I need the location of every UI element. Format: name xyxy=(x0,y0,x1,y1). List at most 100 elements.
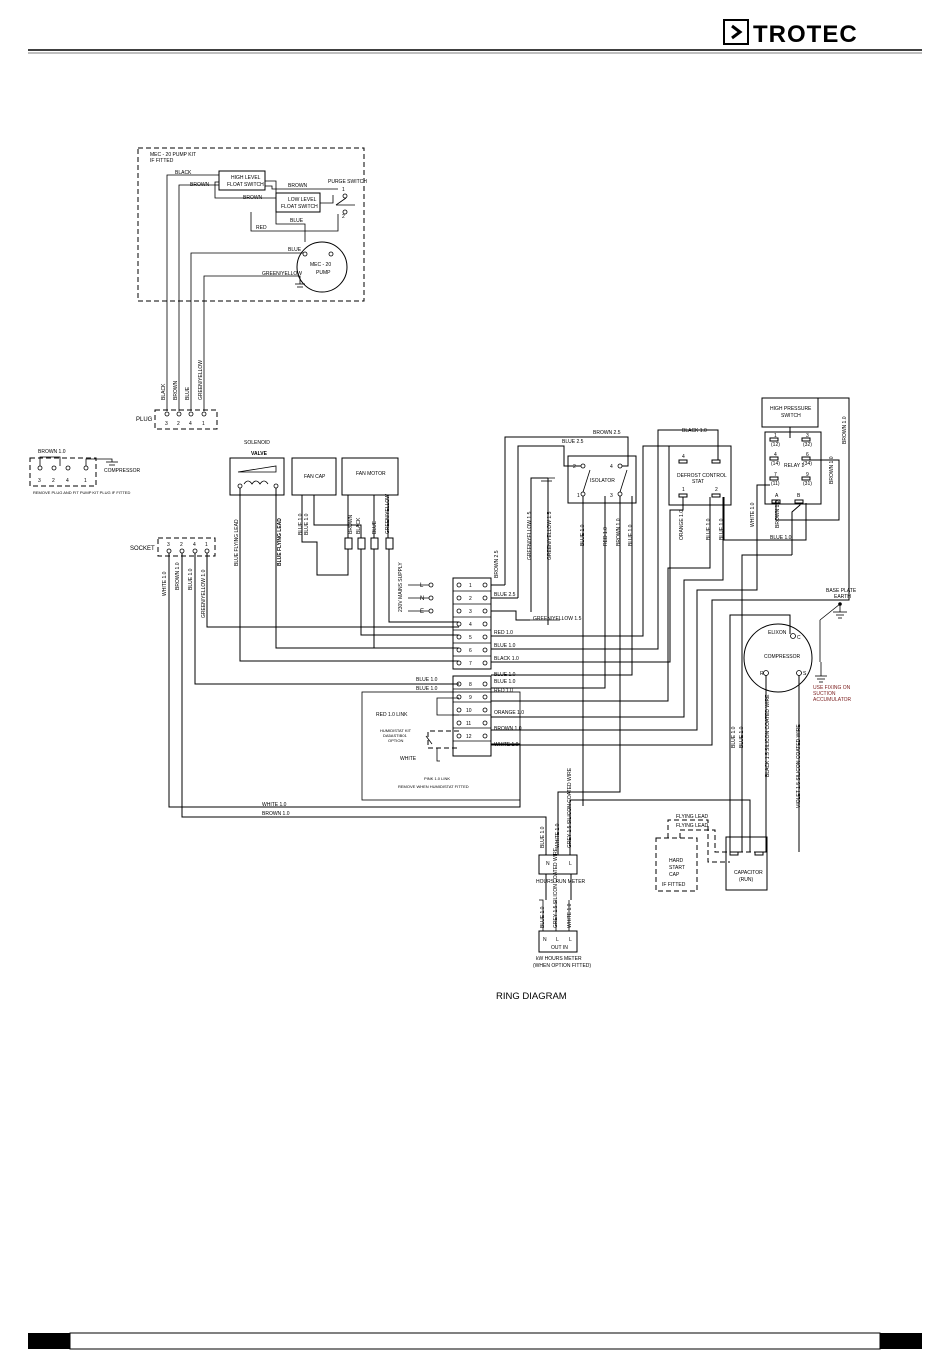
svg-text:WHITE 1.0: WHITE 1.0 xyxy=(567,903,573,928)
footer-bar xyxy=(69,1332,881,1350)
wiring xyxy=(168,397,850,900)
svg-text:BLUE 1.0: BLUE 1.0 xyxy=(719,518,725,540)
pump-kit-title: MEC - 20 PUMP KIT xyxy=(150,152,196,158)
svg-text:RELAY 1: RELAY 1 xyxy=(784,463,804,469)
svg-text:ISOLATOR: ISOLATOR xyxy=(590,478,615,484)
high-level-float-switch xyxy=(218,170,266,191)
svg-text:HOURS RUN METER: HOURS RUN METER xyxy=(536,879,586,885)
terminal-screw xyxy=(456,595,462,601)
svg-text:OUT IN: OUT IN xyxy=(551,945,568,951)
svg-text:C: C xyxy=(797,635,801,641)
svg-text:BLUE: BLUE xyxy=(372,520,378,534)
terminal-screw xyxy=(456,647,462,653)
svg-text:ACCUMULATOR: ACCUMULATOR xyxy=(813,697,852,703)
svg-text:CAP: CAP xyxy=(669,872,680,878)
svg-text:MEC - 20: MEC - 20 xyxy=(310,262,331,268)
svg-text:PUMP: PUMP xyxy=(316,270,331,276)
svg-text:BLACK 1.0: BLACK 1.0 xyxy=(494,656,519,662)
svg-text:BLACK: BLACK xyxy=(161,383,167,400)
svg-text:GREY 1.5 SILICON COATED WIRE: GREY 1.5 SILICON COATED WIRE xyxy=(553,847,559,928)
svg-text:GREEN/YELLOW 1.5: GREEN/YELLOW 1.5 xyxy=(527,511,533,560)
svg-text:BROWN 1.0: BROWN 1.0 xyxy=(829,456,835,484)
svg-text:10: 10 xyxy=(466,708,472,714)
svg-text:BROWN 1.0: BROWN 1.0 xyxy=(842,416,848,444)
svg-text:BLUE: BLUE xyxy=(290,218,304,224)
fan-motor: FAN MOTOR BROWN BLACK BLUE GREEN/YELLOW xyxy=(341,457,399,550)
svg-text:COMPRESSOR: COMPRESSOR xyxy=(764,654,801,660)
svg-text:1: 1 xyxy=(577,493,580,499)
socket: SOCKET 3 2 4 1 WHITE 1.0 BROWN 1.0 BLUE … xyxy=(130,537,216,618)
svg-text:A: A xyxy=(775,493,779,499)
svg-text:BLUE 2.5: BLUE 2.5 xyxy=(562,439,584,445)
svg-text:BROWN 1.0: BROWN 1.0 xyxy=(494,726,522,732)
terminal-screw xyxy=(482,694,488,700)
terminal-screw xyxy=(482,733,488,739)
svg-text:IF FITTED: IF FITTED xyxy=(662,882,686,888)
terminal-screw xyxy=(456,720,462,726)
fan-cap: FAN CAP BLUE 1.0 BLUE 1.0 xyxy=(291,457,337,535)
svg-text:3: 3 xyxy=(610,493,613,499)
svg-text:SOLENOID: SOLENOID xyxy=(244,440,270,446)
mains-supply: 230V MAINS SUPPLY L N E xyxy=(398,562,434,615)
svg-text:RED 1.0: RED 1.0 xyxy=(494,688,513,694)
svg-text:4: 4 xyxy=(66,478,69,484)
svg-text:BLUE 1.0: BLUE 1.0 xyxy=(540,826,546,848)
terminal-screw xyxy=(456,707,462,713)
svg-text:2: 2 xyxy=(342,214,345,220)
header: TROTEC xyxy=(28,19,922,54)
svg-text:7: 7 xyxy=(774,472,777,478)
svg-text:2: 2 xyxy=(573,464,576,470)
svg-text:(12): (12) xyxy=(771,442,780,448)
terminal-screw xyxy=(482,660,488,666)
svg-text:BLUE 1.0: BLUE 1.0 xyxy=(304,513,310,535)
diagram-title: RING DIAGRAM xyxy=(496,991,567,1002)
svg-text:BLUE 1.0: BLUE 1.0 xyxy=(494,643,516,649)
relay-1: RELAY 1 1 3 4 6 7 9 A B (12) (32) (14) (… xyxy=(750,431,835,541)
svg-text:4: 4 xyxy=(774,452,777,458)
svg-text:BROWN: BROWN xyxy=(348,514,354,534)
svg-text:FLOAT SWITCH: FLOAT SWITCH xyxy=(281,204,318,210)
svg-text:PINK 1.0 LINK: PINK 1.0 LINK xyxy=(424,776,450,781)
svg-text:3: 3 xyxy=(469,609,472,615)
svg-text:BLUE FLYING LEAD: BLUE FLYING LEAD xyxy=(277,518,283,566)
plug: PLUG 3 2 4 1 BLACK BROWN BLUE GREEN/YELL… xyxy=(136,360,218,430)
svg-text:OPTION: OPTION xyxy=(388,738,403,743)
high-pressure-switch: HIGH PRESSURE SWITCH BROWN 1.0 xyxy=(761,397,848,444)
svg-text:3: 3 xyxy=(806,433,809,439)
svg-text:REMOVE PLUG AND FIT PUMP KIT P: REMOVE PLUG AND FIT PUMP KIT PLUG IF FIT… xyxy=(33,490,130,495)
svg-text:GREEN/YELLOW: GREEN/YELLOW xyxy=(262,271,302,277)
svg-text:BROWN 1.0: BROWN 1.0 xyxy=(38,449,66,455)
svg-text:SOCKET: SOCKET xyxy=(130,546,155,552)
pump-kit-subtitle: IF FITTED xyxy=(150,158,174,164)
terminal-screw xyxy=(482,582,488,588)
svg-text:L: L xyxy=(569,861,572,867)
svg-text:BLUE 1.0: BLUE 1.0 xyxy=(628,524,634,546)
svg-text:L: L xyxy=(569,937,572,943)
svg-text:12: 12 xyxy=(466,734,472,740)
run-capacitor: CAPACITOR (RUN) FLYING LEAD FLYING LEAD xyxy=(676,814,768,891)
svg-text:FLOAT SWITCH: FLOAT SWITCH xyxy=(227,182,264,188)
terminal-screw xyxy=(456,621,462,627)
svg-text:BROWN 1.0: BROWN 1.0 xyxy=(616,518,622,546)
svg-text:N: N xyxy=(420,596,424,602)
remove-plug-note: BROWN 1.0 3 2 4 1 COMPRESSOR REMOVE PLUG… xyxy=(29,449,141,495)
svg-text:START: START xyxy=(669,865,685,871)
svg-text:BLUE 1.0: BLUE 1.0 xyxy=(416,686,438,692)
svg-text:1: 1 xyxy=(682,487,685,493)
svg-text:BLUE 1.0: BLUE 1.0 xyxy=(416,677,438,683)
svg-text:HUMIDISTAT KIT: HUMIDISTAT KIT xyxy=(380,728,412,733)
terminal-screw xyxy=(456,660,462,666)
svg-text:BROWN 1.0: BROWN 1.0 xyxy=(775,500,781,528)
svg-text:USE FIXING ON: USE FIXING ON xyxy=(813,685,851,691)
svg-text:4: 4 xyxy=(189,421,192,427)
terminal-screw xyxy=(482,647,488,653)
brand-name: TROTEC xyxy=(753,21,858,48)
svg-text:L: L xyxy=(556,937,559,943)
svg-text:RED 1.0 LINK: RED 1.0 LINK xyxy=(376,712,408,718)
svg-text:4: 4 xyxy=(193,542,196,548)
svg-text:1: 1 xyxy=(342,187,345,193)
svg-text:RED 1.0: RED 1.0 xyxy=(494,630,513,636)
svg-text:B: B xyxy=(797,493,801,499)
svg-text:3: 3 xyxy=(38,478,41,484)
svg-text:GREEN/YELLOW 1.5: GREEN/YELLOW 1.5 xyxy=(533,616,582,622)
